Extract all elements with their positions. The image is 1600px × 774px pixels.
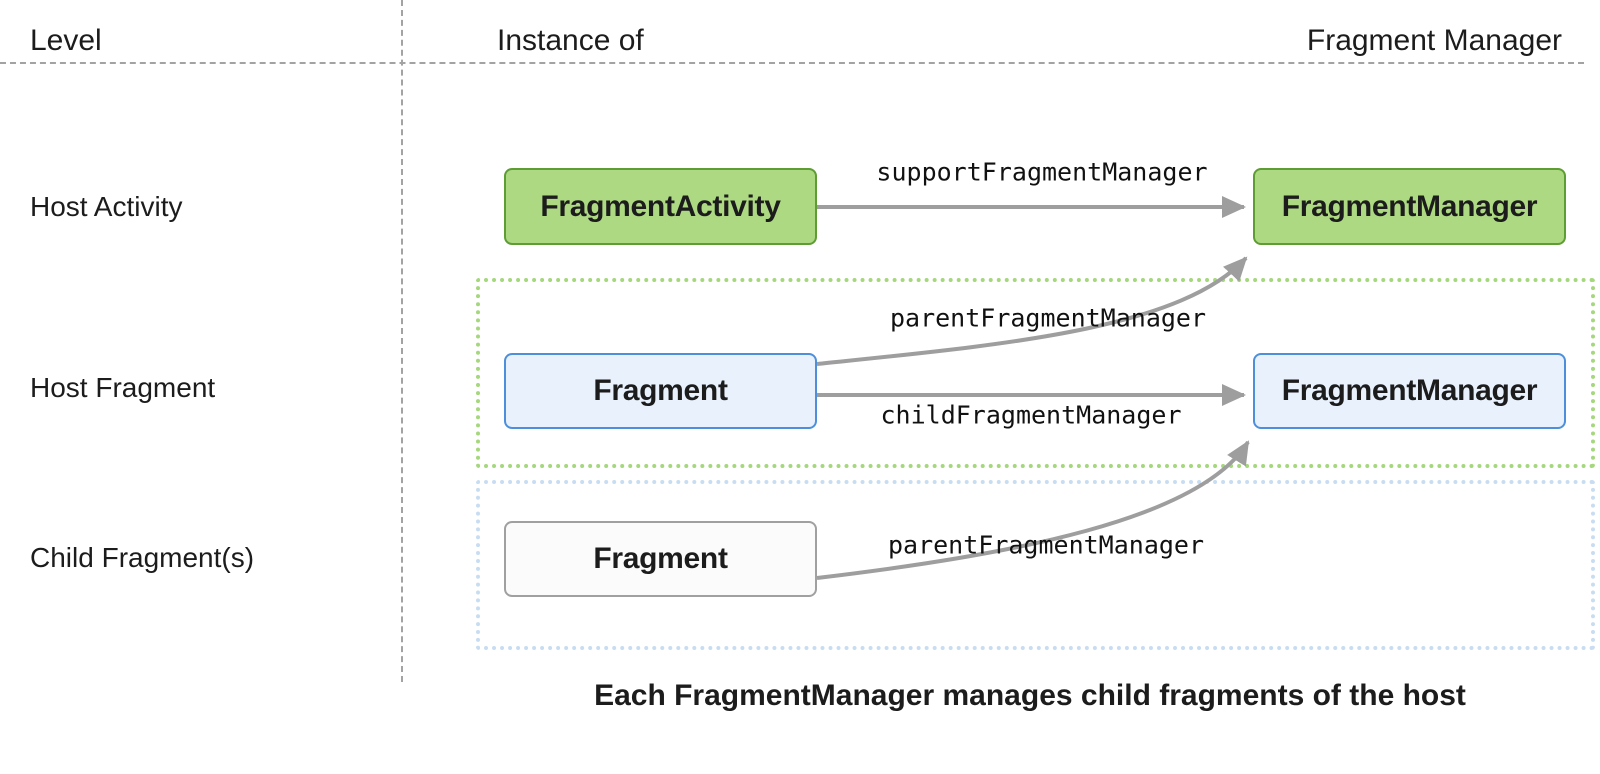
parent-fragment-manager-arrow-host [816,256,1248,366]
child-fragments-group [476,480,1595,650]
diagram-caption: Each FragmentManager manages child fragm… [594,679,1466,712]
host-fragment-group [476,278,1595,468]
parent-fragment-manager-arrow-child [816,440,1250,580]
parent-fragment-manager-label-child: parentFragmentManager [887,530,1205,560]
host-fragment-manager-box: FragmentManager [1253,353,1566,429]
header-level: Level [30,24,102,57]
header-divider-line [0,62,1584,64]
column-divider-line [401,0,403,682]
row-label-child-fragments: Child Fragment(s) [30,542,255,573]
host-fragment-box: Fragment [504,353,817,429]
support-fragment-manager-label: supportFragmentManager [876,157,1208,187]
row-label-host-fragment: Host Fragment [30,372,216,403]
header-fragment-manager: Fragment Manager [1306,24,1562,57]
header-instance-of: Instance of [497,24,644,57]
row-label-host-activity: Host Activity [30,191,183,222]
parent-fragment-manager-label-host: parentFragmentManager [889,303,1207,333]
activity-fragment-manager-box: FragmentManager [1253,168,1566,245]
child-fragment-box: Fragment [504,521,817,597]
child-fragment-manager-label: childFragmentManager [880,400,1182,430]
fragment-activity-box: FragmentActivity [504,168,817,245]
